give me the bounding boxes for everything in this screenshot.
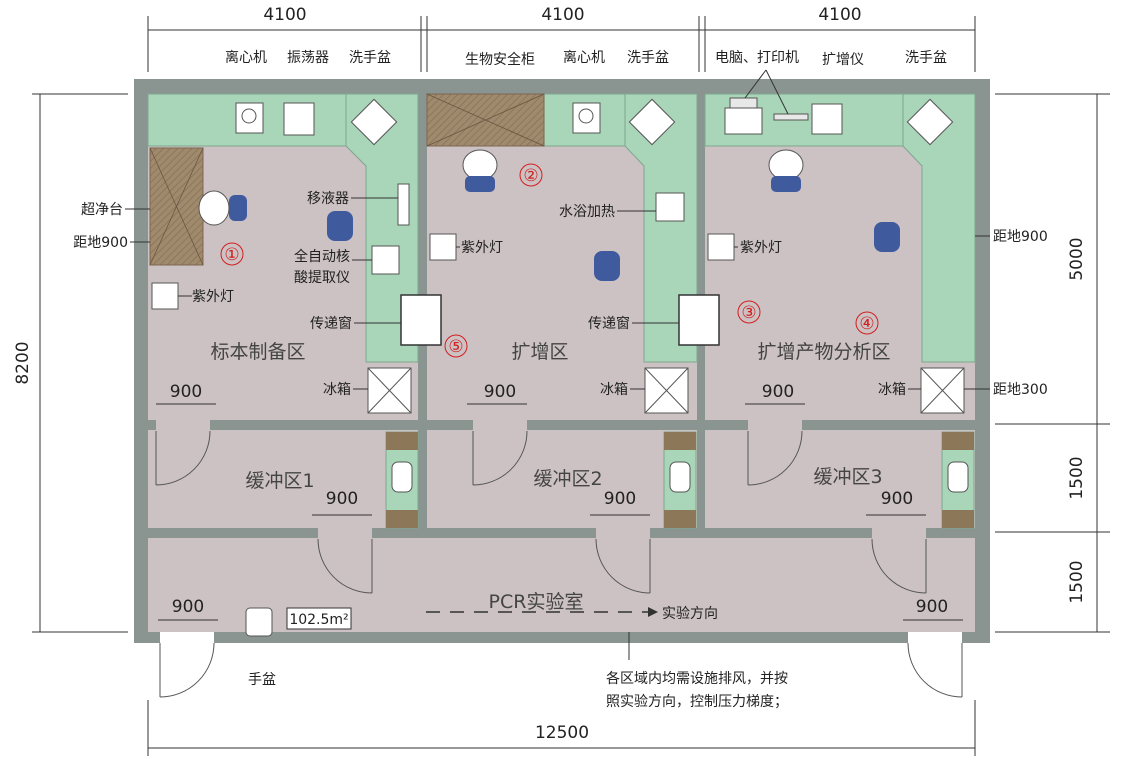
label-hand-basin: 手盆 [248,672,276,688]
door-openings [156,419,962,643]
zone-labels: 标本制备区 扩增区 扩增产物分析区 缓冲区1 缓冲区2 缓冲区3 PCR实验室 … [210,341,890,628]
label-oscillator: 振荡器 [287,50,329,66]
label-pass-window: 传递窗 [310,315,352,332]
dim-left-total: 8200 [13,341,33,384]
area-value: 102.5m² [289,612,348,628]
flow-arrow-head [648,607,658,617]
label-fridge: 冰箱 [878,382,906,398]
ventilation-note: 各区域内均需设施排风，并按 照实验方向，控制压力梯度； [606,671,788,710]
label-pc-printer: 电脑、打印机 [715,49,799,66]
door-width: 900 [326,489,358,509]
area-box [286,607,352,630]
sink-icon [350,98,954,146]
door-width: 900 [604,489,636,509]
dim-top-3: 4100 [818,5,861,25]
zone-sample-prep: 标本制备区 [210,341,305,363]
label-pass-window: 传递窗 [588,315,630,332]
clean-bench-icon [149,147,204,266]
dimension-labels: 4100 4100 4100 8200 5000 1500 1500 12500… [13,5,1087,743]
zone-buffer-2: 缓冲区2 [533,468,602,490]
label-bio-cabinet: 生物安全柜 [465,51,535,68]
extractor-icon [371,245,400,275]
equipment-labels: 离心机 振荡器 洗手盆 生物安全柜 离心机 洗手盆 电脑、打印机 扩增仪 洗手盆… [73,49,1047,688]
dim-bottom-total: 12500 [535,723,589,743]
marker-2: ② [523,166,538,186]
label-sink: 洗手盆 [905,50,947,66]
floors [148,94,975,632]
label-centrifuge: 离心机 [563,49,605,66]
label-extractor-1: 全自动核 [294,248,350,265]
dim-right-1: 5000 [1067,237,1087,280]
hand-basin-icon [245,607,273,637]
dim-top-1: 4100 [263,5,306,25]
label-fridge: 冰箱 [323,382,351,398]
label-sink: 洗手盆 [627,50,669,66]
person-icon [198,149,804,226]
centrifuge-icon [235,102,601,134]
zone-corridor: PCR实验室 [489,591,584,613]
oscillator-icon [283,102,315,136]
amplifier-icon [811,103,843,135]
flow-direction-label: 实验方向 [662,606,718,622]
door-width: 900 [881,489,913,509]
label-uv-lamp: 紫外灯 [740,240,782,256]
water-bath-icon [655,192,685,222]
door-width: 900 [916,597,948,617]
label-height-300: 距地300 [993,382,1048,398]
pipette-icon [397,183,410,226]
dim-right-3: 1500 [1067,560,1087,603]
pass-window-icon [400,294,720,346]
marker-1: ① [224,245,239,265]
fridge-icon [367,367,965,414]
leader-lines [125,69,990,660]
step-markers: ① ② ③ ④ ⑤ [220,163,879,358]
label-water-bath: 水浴加热 [559,204,615,220]
door-width: 900 [762,382,794,402]
label-sink: 洗手盆 [349,50,391,66]
marker-5: ⑤ [448,337,463,357]
zone-product-analysis: 扩增产物分析区 [757,341,890,363]
person-chair-icon [465,176,801,192]
label-uv-lamp: 紫外灯 [461,240,503,256]
buffer-sink-icon [385,431,975,529]
marker-4: ④ [859,314,874,334]
label-uv-lamp: 紫外灯 [192,289,234,305]
zone-buffer-1: 缓冲区1 [245,470,314,492]
zone-buffer-3: 缓冲区3 [813,466,882,488]
chair-icon [229,195,900,281]
note-line-1: 各区域内均需设施排风，并按 [606,671,788,687]
label-centrifuge: 离心机 [225,49,267,66]
zone-amplification: 扩增区 [511,341,568,363]
label-height-900: 距地900 [73,235,128,251]
note-line-2: 照实验方向，控制压力梯度； [606,694,788,710]
label-height-900: 距地900 [993,229,1048,245]
label-extractor-2: 酸提取仪 [294,270,350,286]
dim-right-2: 1500 [1067,456,1087,499]
dimension-lines [32,16,1110,756]
label-clean-bench: 超净台 [81,202,123,218]
door-width: 900 [484,382,516,402]
label-fridge: 冰箱 [600,382,628,398]
door-width: 900 [170,382,202,402]
door-width: 900 [172,597,204,617]
door-dimension-marks [156,403,963,621]
label-pipette: 移液器 [307,191,349,207]
dim-top-2: 4100 [541,5,584,25]
marker-3: ③ [741,303,756,323]
biosafety-cabinet-icon [426,93,545,147]
door-swings [155,430,963,698]
pc-printer-icon [724,97,809,135]
label-amplifier: 扩增仪 [822,52,864,68]
